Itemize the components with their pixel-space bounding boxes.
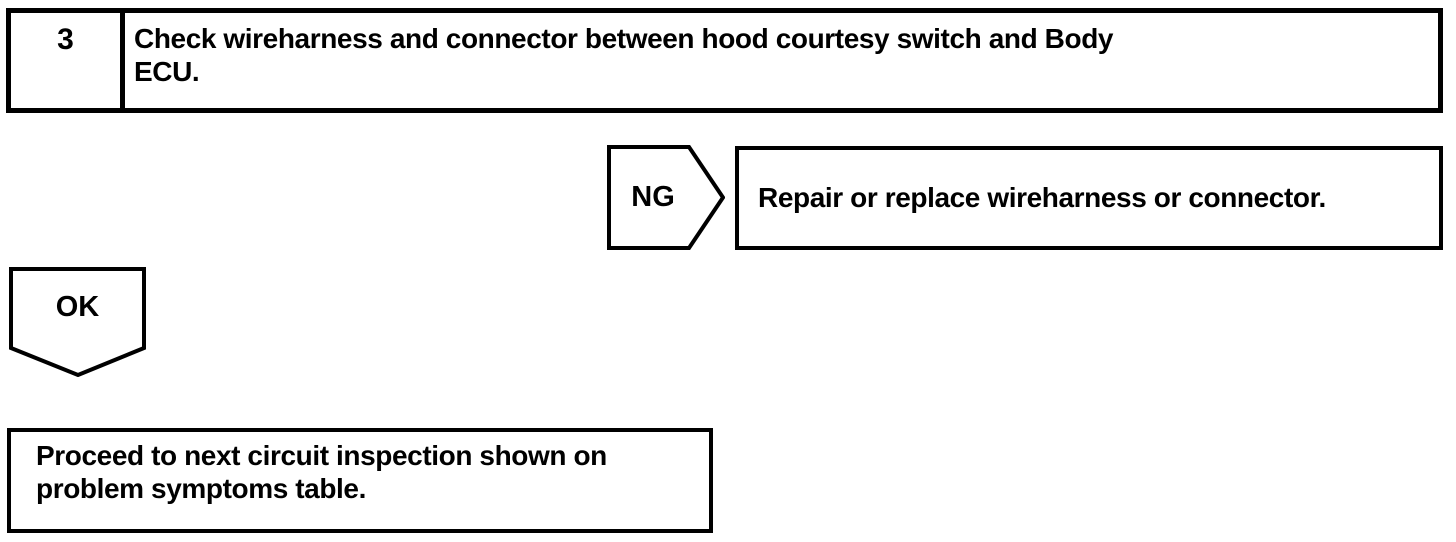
ok-label: OK xyxy=(55,291,100,323)
ok-result-box: Proceed to next circuit inspection shown… xyxy=(7,428,713,533)
ng-result-box: Repair or replace wireharness or connect… xyxy=(735,146,1443,250)
ok-connector: OK xyxy=(9,267,146,377)
step-number-cell: 3 xyxy=(11,13,125,108)
ok-result-line-1: Proceed to next circuit inspection shown… xyxy=(36,440,607,471)
ng-label: NG xyxy=(631,181,675,213)
ng-connector: NG xyxy=(607,145,725,250)
step-instruction-line-1: Check wireharness and connector between … xyxy=(134,23,1114,54)
ok-pentagon-icon xyxy=(9,267,146,377)
ng-result-text: Repair or replace wireharness or connect… xyxy=(758,182,1326,213)
ok-result-line-2: problem symptoms table. xyxy=(36,473,366,504)
step-instruction-line-2: ECU. xyxy=(134,56,200,87)
step-box: 3 Check wireharness and connector betwee… xyxy=(6,8,1443,113)
step-number: 3 xyxy=(57,23,74,56)
ng-pentagon-icon xyxy=(607,145,725,250)
step-instruction: Check wireharness and connector between … xyxy=(125,13,1123,108)
